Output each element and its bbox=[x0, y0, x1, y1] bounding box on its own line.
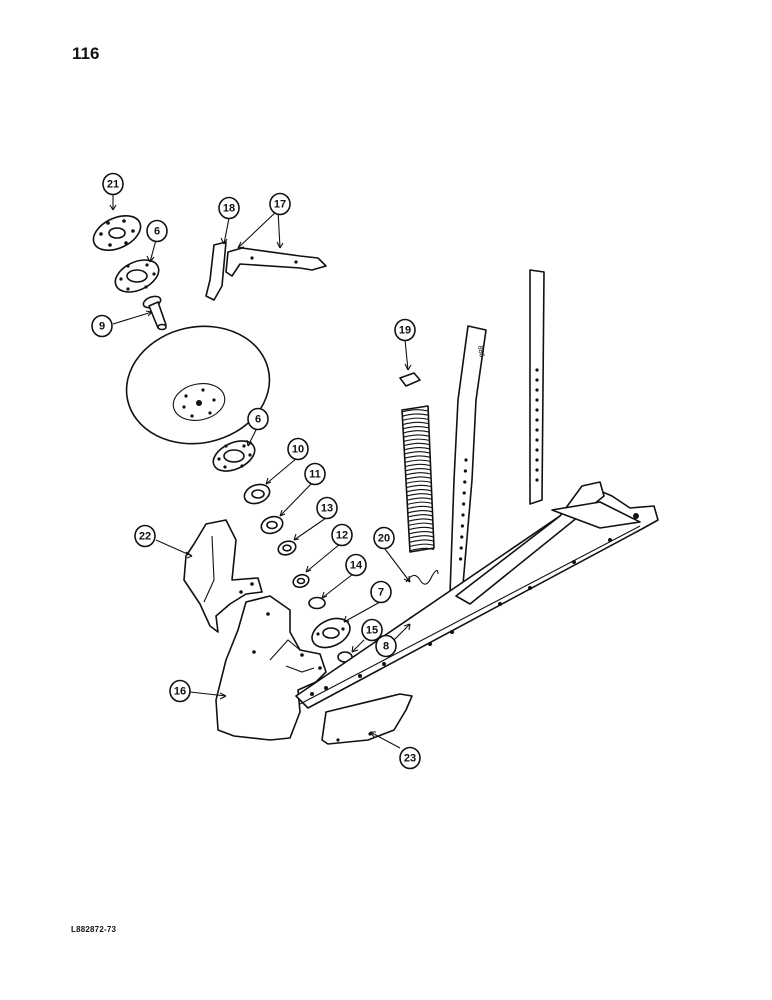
part-12-spacer bbox=[292, 573, 310, 589]
part-10-bearing bbox=[243, 483, 271, 505]
callout-label: 16 bbox=[174, 686, 186, 698]
callout-label: 6 bbox=[255, 414, 261, 426]
callout-7: 7 bbox=[370, 580, 392, 604]
callout-label: 11 bbox=[309, 469, 321, 481]
part-16-disc-arm bbox=[215, 595, 327, 741]
callout-label: 23 bbox=[404, 753, 416, 765]
callout-13: 13 bbox=[316, 496, 338, 520]
callout-19: 19 bbox=[394, 318, 416, 342]
part-21-flange-plate bbox=[92, 214, 142, 252]
part-9-bolt bbox=[142, 295, 167, 331]
callout-22: 22 bbox=[134, 524, 156, 548]
callout-15: 15 bbox=[361, 618, 383, 642]
adjusting-strap bbox=[529, 269, 545, 505]
callout-21: 21 bbox=[102, 172, 124, 196]
part-7-bearing-housing bbox=[311, 617, 351, 649]
part-6-flange-upper bbox=[114, 259, 160, 293]
part-18-scraper bbox=[205, 241, 227, 301]
svg-text:886: 886 bbox=[476, 345, 485, 358]
callout-label: 14 bbox=[350, 560, 363, 572]
callout-label: 9 bbox=[99, 321, 105, 333]
callout-label: 20 bbox=[378, 533, 390, 545]
callout-17: 17 bbox=[269, 192, 291, 216]
callout-6: 6 bbox=[146, 219, 168, 243]
callout-label: 19 bbox=[399, 325, 411, 337]
part-22-scraper-mount bbox=[183, 519, 263, 633]
callout-label: 13 bbox=[321, 503, 333, 515]
callouts: 21 6 9 18 17 19 6 10 11 13 22 12 20 14 7 15 8 16 23 bbox=[91, 172, 421, 770]
callout-8: 8 bbox=[375, 634, 397, 658]
part-17-scraper-bracket bbox=[225, 247, 327, 277]
callout-label: 12 bbox=[336, 530, 348, 542]
callout-6: 6 bbox=[247, 407, 269, 431]
callout-18: 18 bbox=[218, 196, 240, 220]
callout-label: 21 bbox=[107, 179, 119, 191]
callout-9: 9 bbox=[91, 314, 113, 338]
callout-12: 12 bbox=[331, 523, 353, 547]
callout-10: 10 bbox=[287, 437, 309, 461]
callout-label: 10 bbox=[292, 444, 304, 456]
callout-label: 8 bbox=[383, 641, 389, 653]
part-20-spring-clip bbox=[405, 569, 439, 585]
callout-label: 7 bbox=[378, 587, 384, 599]
page-number: 116 bbox=[72, 44, 100, 63]
callout-label: 6 bbox=[154, 226, 160, 238]
callout-11: 11 bbox=[304, 462, 326, 486]
callout-23: 23 bbox=[399, 746, 421, 770]
coil-spring bbox=[401, 405, 435, 553]
part-23-shield bbox=[321, 693, 413, 745]
figure-code: L882872-73 bbox=[71, 925, 117, 934]
part-11-seal bbox=[260, 515, 284, 535]
part-13-washer bbox=[277, 540, 297, 556]
callout-14: 14 bbox=[345, 553, 367, 577]
callout-20: 20 bbox=[373, 526, 395, 550]
callout-label: 15 bbox=[366, 625, 378, 637]
disc-blade bbox=[125, 325, 271, 445]
part-19-spring-retainer bbox=[399, 372, 421, 387]
curved-strap: 886 bbox=[449, 325, 487, 597]
callout-label: 17 bbox=[274, 199, 286, 211]
part-6-flange-lower bbox=[212, 440, 256, 472]
callout-label: 18 bbox=[223, 203, 235, 215]
callout-16: 16 bbox=[169, 679, 191, 703]
callout-label: 22 bbox=[139, 531, 151, 543]
part-14-washer bbox=[308, 596, 326, 610]
main-frame-bar bbox=[295, 481, 659, 709]
leader-lines bbox=[109, 194, 412, 749]
